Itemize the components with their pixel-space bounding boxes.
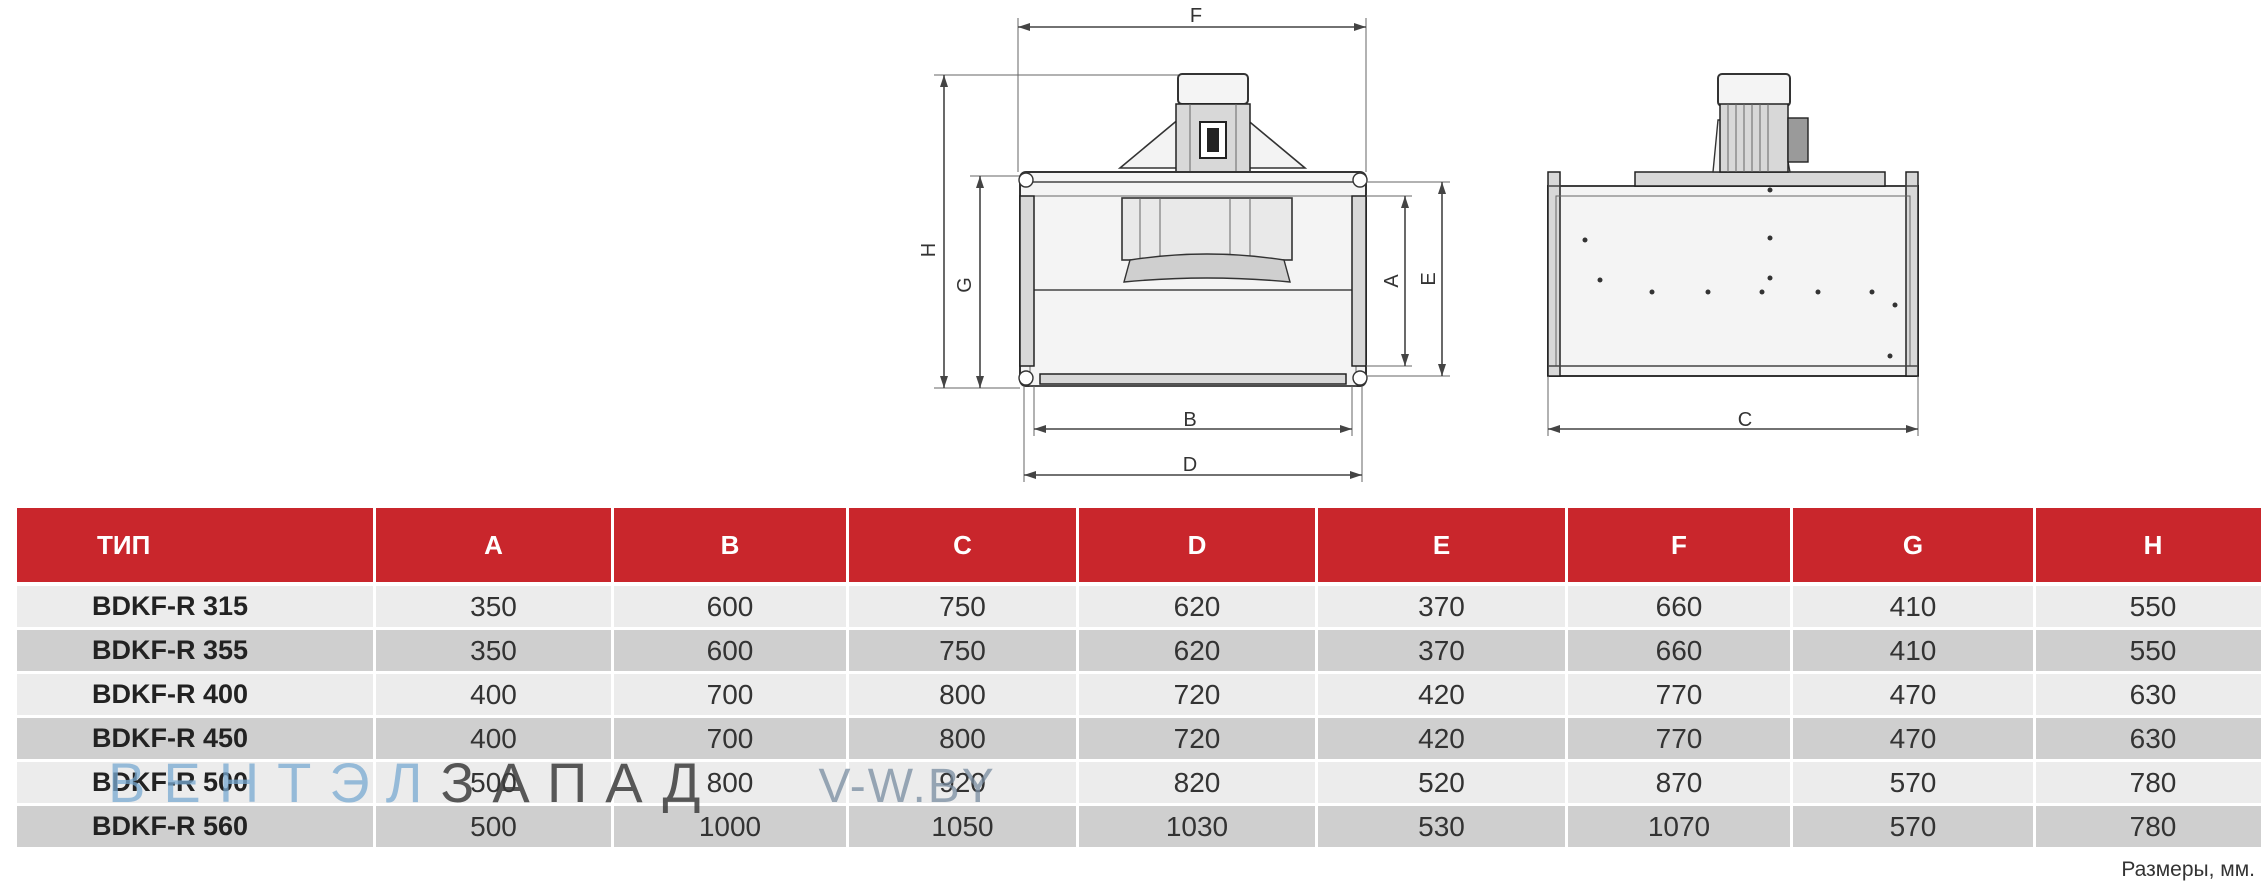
table-cell: 620 [1079,630,1315,674]
label-B: B [1183,409,1196,431]
side-view-drawing: C [1547,73,1919,436]
table-cell: 620 [1079,586,1315,630]
label-D: D [1183,454,1197,476]
table-cell: 660 [1568,630,1790,674]
header-G: G [1793,508,2033,586]
table-cell: 600 [614,630,846,674]
table-cell: 600 [614,586,846,630]
table-cell: 720 [1079,674,1315,718]
cell-type: BDKF-R 560 [17,806,373,850]
header-F: F [1568,508,1790,586]
table-cell: 350 [376,586,611,630]
label-E: E [1418,272,1440,285]
header-B: B [614,508,846,586]
dimension-drawings: F H G [918,5,1919,482]
table-cell: 720 [1079,718,1315,762]
table-row: BDKF-R 355 350 600 750 620 370 660 410 5… [17,630,2261,674]
table-cell: 920 [849,762,1076,806]
header-A: A [376,508,611,586]
table-cell: 400 [376,674,611,718]
header-E: E [1318,508,1565,586]
table-cell: 500 [376,762,611,806]
table-cell: 410 [1793,586,2033,630]
table-cell: 420 [1318,718,1565,762]
table-cell: 820 [1079,762,1315,806]
table-cell: 530 [1318,806,1565,850]
table-cell: 800 [849,718,1076,762]
cell-type: BDKF-R 400 [17,674,373,718]
header-H: H [2036,508,2261,586]
table-cell: 370 [1318,630,1565,674]
header-C: C [849,508,1076,586]
cell-type: BDKF-R 500 [17,762,373,806]
table-cell: 660 [1568,586,1790,630]
table-cell: 570 [1793,762,2033,806]
header-D: D [1079,508,1315,586]
table-cell: 780 [2036,762,2261,806]
table-cell: 700 [614,718,846,762]
table-cell: 700 [614,674,846,718]
table-cell: 370 [1318,586,1565,630]
table-cell: 750 [849,586,1076,630]
header-type: ТИП [17,508,373,586]
table-cell: 870 [1568,762,1790,806]
dimensions-table-container: ТИП A B C D E F G H BDKF-R 315 350 600 7… [14,508,2261,850]
table-cell: 410 [1793,630,2033,674]
table-cell: 770 [1568,718,1790,762]
table-cell: 500 [376,806,611,850]
label-A: A [1381,274,1403,288]
table-cell: 550 [2036,630,2261,674]
table-cell: 1050 [849,806,1076,850]
front-view-drawing: F H G [918,5,1450,482]
table-cell: 630 [2036,674,2261,718]
label-H: H [918,243,940,257]
table-header-row: ТИП A B C D E F G H [17,508,2261,586]
table-cell: 400 [376,718,611,762]
cell-type: BDKF-R 355 [17,630,373,674]
dimensions-table: ТИП A B C D E F G H BDKF-R 315 350 600 7… [14,508,2261,850]
label-C: C [1738,409,1752,431]
table-cell: 630 [2036,718,2261,762]
table-row: BDKF-R 400 400 700 800 720 420 770 470 6… [17,674,2261,718]
label-F: F [1190,5,1202,27]
table-cell: 350 [376,630,611,674]
cell-type: BDKF-R 315 [17,586,373,630]
table-cell: 570 [1793,806,2033,850]
table-cell: 750 [849,630,1076,674]
table-cell: 550 [2036,586,2261,630]
label-G: G [954,277,976,293]
table-cell: 800 [614,762,846,806]
table-cell: 470 [1793,718,2033,762]
table-row: BDKF-R 560 500 1000 1050 1030 530 1070 5… [17,806,2261,850]
units-note: Размеры, мм. [2121,858,2255,881]
table-cell: 770 [1568,674,1790,718]
table-cell: 1000 [614,806,846,850]
table-cell: 1070 [1568,806,1790,850]
table-cell: 520 [1318,762,1565,806]
table-row: BDKF-R 450 400 700 800 720 420 770 470 6… [17,718,2261,762]
table-cell: 780 [2036,806,2261,850]
table-cell: 800 [849,674,1076,718]
table-cell: 1030 [1079,806,1315,850]
cell-type: BDKF-R 450 [17,718,373,762]
table-row: BDKF-R 315 350 600 750 620 370 660 410 5… [17,586,2261,630]
table-cell: 470 [1793,674,2033,718]
table-row: BDKF-R 500 500 800 920 820 520 870 570 7… [17,762,2261,806]
table-cell: 420 [1318,674,1565,718]
